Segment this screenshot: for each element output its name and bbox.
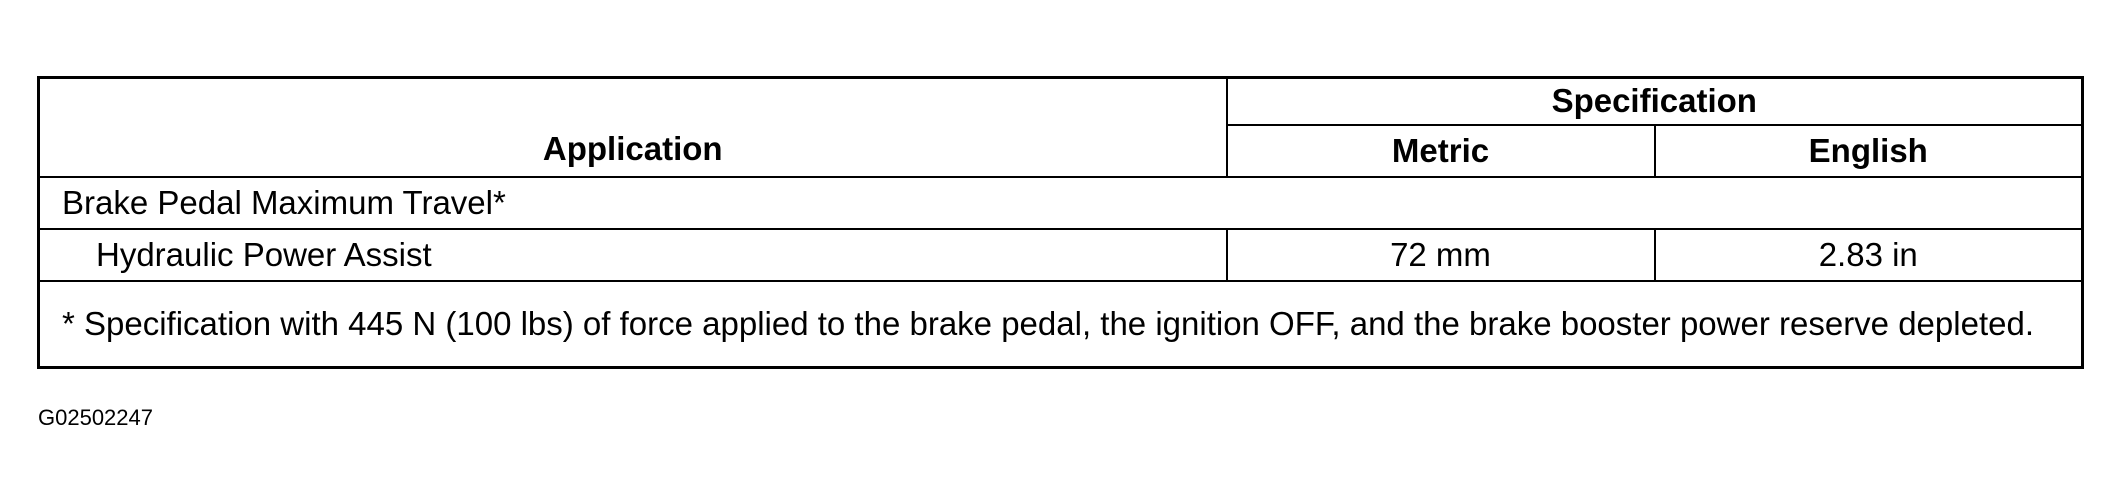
table-row-hydraulic: Hydraulic Power Assist 72 mm 2.83 in bbox=[37, 227, 2084, 282]
figure-id: G02502247 bbox=[38, 405, 153, 430]
header-row-sub: Metric English bbox=[39, 123, 2084, 178]
row-label-hydraulic: Hydraulic Power Assist bbox=[37, 227, 1228, 282]
header-metric: Metric bbox=[1225, 123, 1656, 178]
header-application: Application bbox=[37, 76, 1228, 178]
footnote-text: * Specification with 445 N (100 lbs) of … bbox=[37, 279, 2084, 369]
header-row-top: Application Specification bbox=[37, 76, 2084, 178]
table-row-brake-pedal: Brake Pedal Maximum Travel* bbox=[37, 175, 2084, 230]
header-english: English bbox=[1653, 123, 2084, 178]
value-metric: 72 mm bbox=[1225, 227, 1656, 282]
row-label-brake-pedal: Brake Pedal Maximum Travel* bbox=[37, 175, 2084, 230]
value-english: 2.83 in bbox=[1653, 227, 2084, 282]
specification-table: Application Specification Metric English… bbox=[37, 76, 2085, 369]
header-specification: Specification bbox=[1225, 76, 2084, 126]
footnote-row: * Specification with 445 N (100 lbs) of … bbox=[37, 279, 2084, 369]
